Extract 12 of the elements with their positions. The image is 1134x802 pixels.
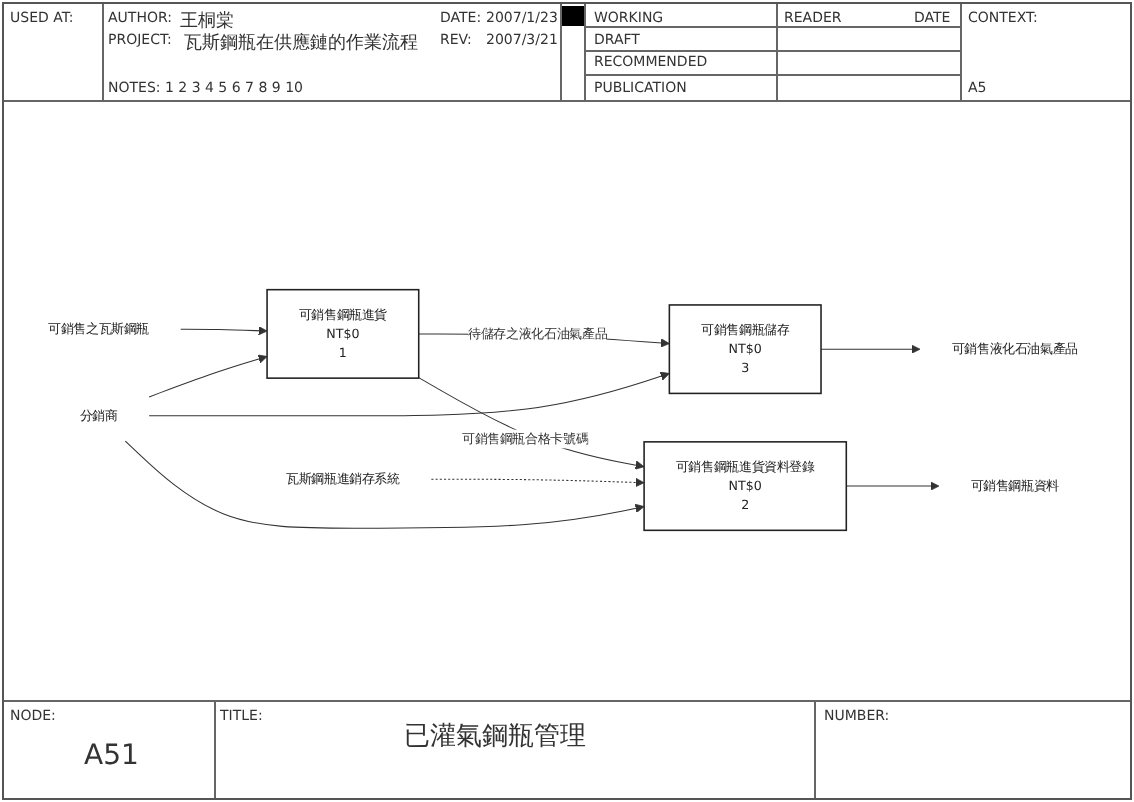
diagram-title: 已灌氣鋼瓶管理 xyxy=(404,720,586,754)
arrow xyxy=(845,481,940,491)
arrow xyxy=(148,371,670,417)
form-label: A51 xyxy=(84,740,139,772)
arrow xyxy=(148,354,268,398)
form-label: 王桐棠 xyxy=(180,9,234,33)
arrow xyxy=(124,440,645,529)
form-label: 瓦斯鋼瓶在供應鏈的作業流程 xyxy=(184,31,418,56)
arrow xyxy=(418,377,645,470)
arrow xyxy=(820,344,921,354)
arrow xyxy=(180,326,268,336)
arrow xyxy=(430,477,645,488)
